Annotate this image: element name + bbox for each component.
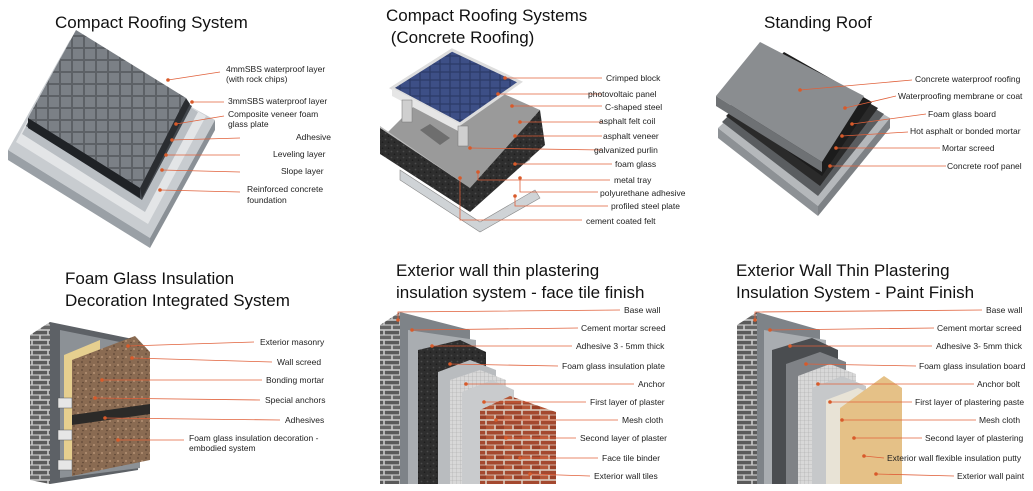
p1-label-2: 3mmSBS waterproof layer — [228, 96, 327, 106]
panel-6-title-line-2: Insulation System - Paint Finish — [736, 283, 975, 302]
p4-joint — [72, 404, 150, 425]
p1-label-5: Leveling layer — [273, 149, 326, 159]
p6-base-wall-edge — [737, 312, 757, 484]
p4-label-1: Exterior masonry — [260, 337, 325, 347]
p5-face-tiles — [480, 396, 556, 484]
panel-2-title-line-2: (Concrete Roofing) — [386, 28, 535, 47]
p2-label-5: asphalt veneer — [603, 131, 659, 141]
p6-label-2: Cement mortar screed — [937, 323, 1022, 333]
panel-1-title: Compact Roofing System — [55, 12, 248, 34]
p1-label-6: Slope layer — [281, 166, 324, 176]
p5-label-9: Face tile binder — [602, 453, 660, 463]
p6-label-3: Adhesive 3- 5mm thick — [936, 341, 1023, 351]
panel-4-leaders — [94, 341, 281, 441]
panel-2-illustration — [380, 48, 545, 233]
p6-paint — [840, 376, 902, 484]
p3-label-1: Concrete waterproof roofing — [915, 74, 1021, 84]
p5-label-5: Anchor — [638, 379, 665, 389]
p5-label-4: Foam glass insulation plate — [562, 361, 665, 371]
p3-waterproof-roofing — [716, 42, 864, 162]
panel-6-illustration — [737, 312, 902, 484]
p4-label-4: Special anchors — [265, 395, 325, 405]
panel-3-illustration — [716, 42, 890, 216]
p4-decoration-panel — [72, 336, 150, 476]
p2-label-6: galvanized purlin — [594, 145, 658, 155]
panel-2-title-line-1: Compact Roofing Systems — [386, 6, 588, 25]
panel-5-title-line-2: insulation system - face tile finish — [396, 283, 645, 302]
panel-2-leaders — [459, 77, 612, 221]
panel-1-leaders — [159, 71, 241, 193]
panel-2-title: Compact Roofing Systems (Concrete Roofin… — [386, 5, 587, 49]
p6-label-1: Base wall — [986, 305, 1022, 315]
panel-3-leaders — [799, 79, 946, 167]
p5-base-wall-edge — [380, 312, 400, 484]
p1-label-4: Adhesive — [296, 132, 331, 142]
p4-label-3: Bonding mortar — [266, 375, 324, 385]
p6-label-8: Second layer of plastering — [925, 433, 1024, 443]
panel-1-title-line-1: Compact Roofing System — [55, 13, 248, 32]
panel-4-title-line-1: Foam Glass Insulation — [65, 269, 235, 288]
p6-label-10: Exterior wall paint — [957, 471, 1025, 481]
p6-label-9: Exterior wall flexible insulation putty — [887, 453, 1022, 463]
panel-1-illustration — [8, 30, 215, 248]
p2-label-10: profiled steel plate — [611, 201, 680, 211]
p2-label-3: C-shaped steel — [605, 102, 662, 112]
p2-label-11: cement coated felt — [586, 216, 656, 226]
panel-5-illustration — [380, 312, 556, 484]
p4-label-5: Adhesives — [285, 415, 324, 425]
panel-5-leaders — [397, 309, 634, 477]
p2-steel-plate — [399, 169, 541, 233]
p5-label-8: Second layer of plaster — [580, 433, 667, 443]
panel-6-title-line-1: Exterior Wall Thin Plastering — [736, 261, 950, 280]
p1-waterproof-top — [28, 30, 186, 188]
p6-label-5: Anchor bolt — [977, 379, 1021, 389]
p3-label-5: Mortar screed — [942, 143, 995, 153]
p6-label-7: Mesh cloth — [979, 415, 1020, 425]
p2-pv-panel — [389, 48, 523, 126]
p5-label-1: Base wall — [624, 305, 660, 315]
p2-label-7: foam glass — [615, 159, 656, 169]
p2-label-1: Crimped block — [606, 73, 661, 83]
p4-masonry-edge — [30, 322, 50, 484]
p5-label-3: Adhesive 3 - 5mm thick — [576, 341, 665, 351]
panel-4-illustration — [30, 322, 150, 484]
p5-label-2: Cement mortar screed — [581, 323, 666, 333]
p2-label-9: polyurethane adhesive — [600, 188, 686, 198]
p5-label-7: Mesh cloth — [622, 415, 663, 425]
p3-label-2: Waterproofing membrane or coat — [898, 91, 1023, 101]
panel-3-title: Standing Roof — [764, 12, 872, 34]
p2-label-2: photovoltaic panel — [588, 89, 657, 99]
p5-label-10: Exterior wall tiles — [594, 471, 658, 481]
p4-anchor — [57, 397, 73, 409]
p1-label-1: 4mmSBS waterproof layer(with rock chips) — [226, 64, 325, 84]
p3-label-6: Concrete roof panel — [947, 161, 1022, 171]
p2-c-steel — [401, 99, 413, 123]
p6-label-4: Foam glass insulation board — [919, 361, 1026, 371]
p2-label-8: metal tray — [614, 175, 652, 185]
panel-4-title-line-2: Decoration Integrated System — [65, 291, 290, 310]
panel-5-title-line-1: Exterior wall thin plastering — [396, 261, 600, 280]
panel-6-title: Exterior Wall Thin Plastering Insulation… — [736, 260, 974, 304]
p5-label-6: First layer of plaster — [590, 397, 665, 407]
p4-label-2: Wall screed — [277, 357, 321, 367]
panel-6-leaders — [754, 309, 983, 477]
p3-label-3: Foam glass board — [928, 109, 996, 119]
panel-3-title-line-1: Standing Roof — [764, 13, 872, 32]
panel-5-title: Exterior wall thin plastering insulation… — [396, 260, 645, 304]
p3-label-4: Hot asphalt or bonded mortar — [910, 126, 1021, 136]
p4-label-6: Foam glass insulation decoration -embodi… — [189, 433, 319, 453]
p2-foam-glass — [380, 128, 470, 212]
p2-label-4: asphalt felt coil — [599, 116, 655, 126]
panel-4-title: Foam Glass Insulation Decoration Integra… — [65, 268, 290, 312]
p6-label-6: First layer of plastering paste — [915, 397, 1024, 407]
